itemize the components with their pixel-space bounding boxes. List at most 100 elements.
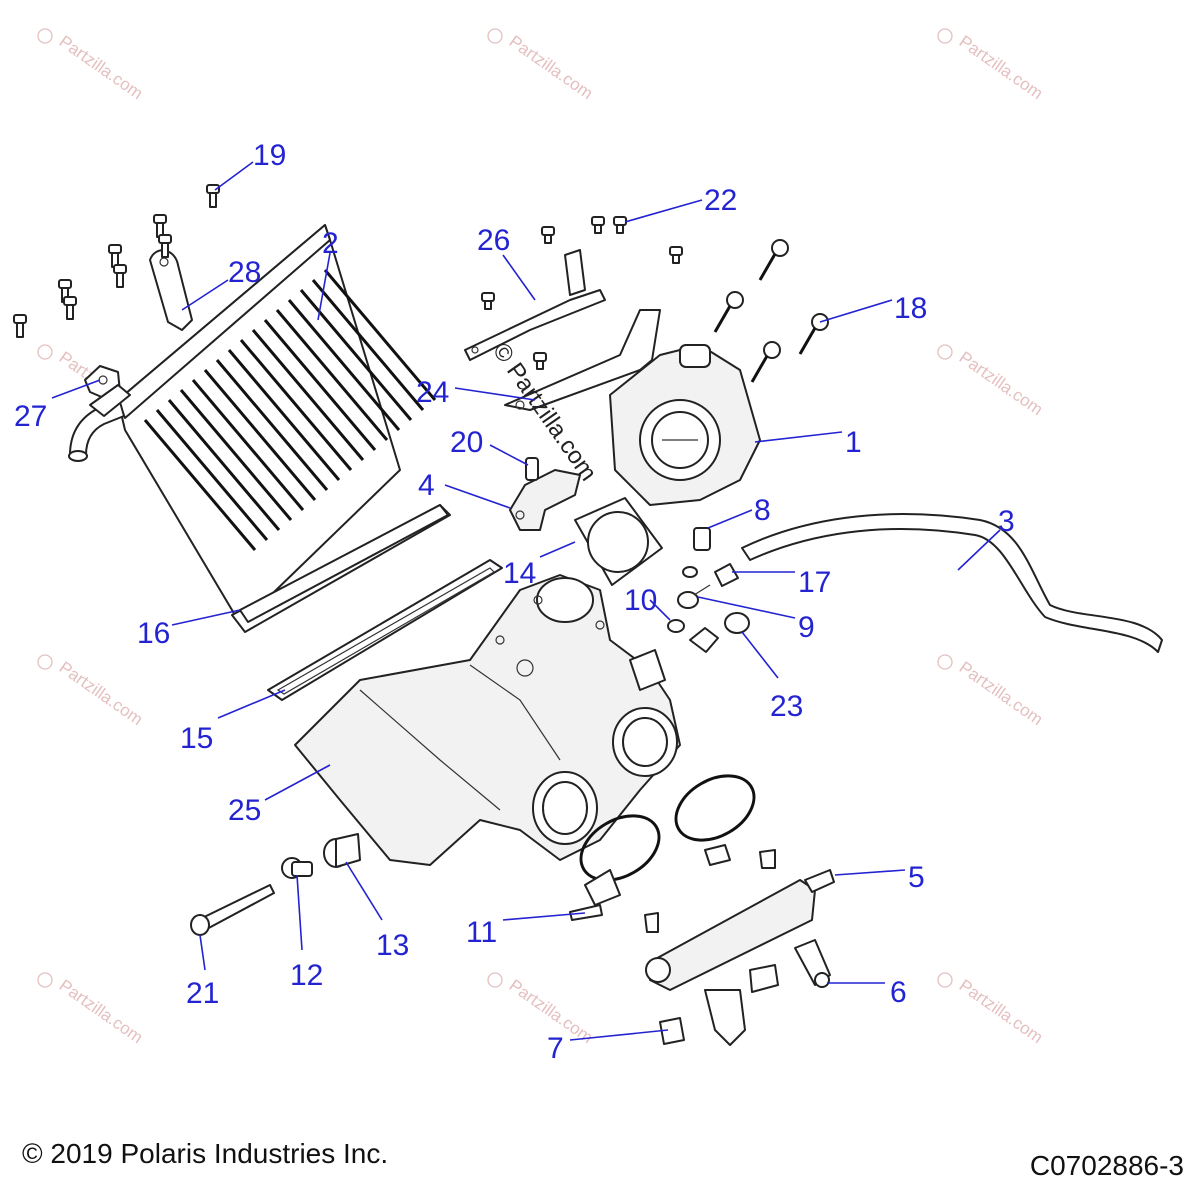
bolt [533, 352, 547, 370]
callout-label-21: 21 [186, 977, 219, 1010]
intercooler-fin [143, 419, 257, 551]
callout-leader-18 [819, 299, 893, 323]
callout-leader-5 [834, 869, 906, 876]
svg-text:Partzilla.com: Partzilla.com [956, 658, 1047, 729]
callout-leader-22 [624, 199, 703, 223]
svg-text:Partzilla.com: Partzilla.com [506, 32, 597, 103]
callout-label-27: 27 [14, 400, 47, 433]
bolt [613, 216, 627, 234]
callout-leader-27 [51, 379, 101, 399]
callout-label-17: 17 [798, 566, 831, 599]
callout-leader-7 [569, 1029, 669, 1041]
intercooler-rail-16 [239, 504, 449, 623]
callout-label-3: 3 [998, 505, 1015, 538]
callout-leader-11 [502, 912, 586, 921]
callout-leader-14 [539, 541, 576, 558]
intercooler-fin [323, 269, 437, 401]
long-bolt-18 [713, 291, 744, 333]
callout-label-23: 23 [770, 690, 803, 723]
callout-leader-8 [707, 509, 753, 529]
intercooler-bolts [13, 184, 220, 338]
diagram-code: C0702886-3 [1030, 1150, 1184, 1181]
callout-label-13: 13 [376, 929, 409, 962]
callout-label-25: 25 [228, 794, 261, 827]
intercooler-fin [275, 309, 389, 441]
watermark-mid-right: Partzilla.com [937, 344, 1047, 419]
callout-leader-23 [741, 631, 779, 679]
callout-label-19: 19 [253, 139, 286, 172]
spacer-23-part [629, 612, 750, 691]
washer-10-part [667, 566, 698, 633]
callout-label-12: 12 [290, 959, 323, 992]
bolt [63, 296, 77, 320]
callout-label-15: 15 [180, 722, 213, 755]
callout-leader-12 [296, 874, 303, 951]
callout-leader-21 [199, 934, 206, 971]
intake-manifold-25-part [294, 574, 681, 866]
injector-pair-part [704, 964, 779, 1046]
bolt [591, 216, 605, 234]
watermark-bottom-center: Partzilla.com [487, 972, 596, 1047]
long-bolt-18 [758, 239, 789, 281]
callout-label-14: 14 [503, 557, 536, 590]
callout-leader-24 [454, 387, 536, 401]
svg-text:Partzilla.com: Partzilla.com [956, 32, 1047, 103]
injector-6-part [794, 939, 831, 988]
copyright-notice: © 2019 Polaris Industries Inc. [22, 1138, 388, 1169]
callout-label-16: 16 [137, 617, 170, 650]
callout-leader-4 [444, 484, 511, 509]
watermark-bottom-left: Partzilla.com [37, 972, 146, 1047]
callout-label-2: 2 [322, 227, 339, 260]
callout-label-10: 10 [624, 584, 657, 617]
bolt [541, 226, 555, 244]
intercooler-fin [179, 389, 293, 521]
bolt [158, 234, 172, 258]
svg-text:Partzilla.com: Partzilla.com [956, 976, 1047, 1047]
intercooler-fin [191, 379, 305, 511]
watermark-top-center: Partzilla.com [487, 28, 597, 103]
callout-label-4: 4 [418, 469, 435, 502]
callout-leader-20 [489, 444, 529, 466]
callout-label-1: 1 [845, 426, 862, 459]
callout-leader-3 [957, 529, 1001, 571]
clip-7-part [659, 1017, 685, 1045]
bushing-12-part [281, 857, 313, 879]
clamp-11-part [569, 774, 756, 921]
callout-leader-13 [345, 861, 383, 921]
callout-leader-25 [264, 764, 331, 801]
spacer-13-part [323, 833, 361, 868]
intercooler-fin [215, 359, 329, 491]
intercooler-fin [263, 319, 377, 451]
gasket-15-part [267, 559, 503, 701]
callout-leader-10 [649, 599, 671, 621]
hose-3-part [741, 513, 1163, 653]
callout-label-5: 5 [908, 861, 925, 894]
bolt [206, 184, 220, 208]
intercooler-fin [167, 399, 281, 531]
callout-labels: 1234567891011121314151617181920212223242… [14, 139, 1015, 1065]
svg-text:Partzilla.com: Partzilla.com [56, 658, 147, 729]
bolt [13, 314, 27, 338]
long-bolt-18 [750, 341, 781, 383]
svg-text:Partzilla.com: Partzilla.com [956, 348, 1047, 419]
intercooler-hose-fittings [68, 384, 131, 462]
callout-label-8: 8 [754, 494, 771, 527]
bolts-upper-right [481, 216, 829, 383]
callout-label-7: 7 [547, 1032, 564, 1065]
watermark-top-right: Partzilla.com [937, 28, 1047, 103]
callout-leader-28 [181, 279, 229, 311]
intercooler-fin [311, 279, 425, 411]
intercooler-fin [155, 409, 269, 541]
bolt-20-part [525, 457, 539, 481]
callout-leader-19 [214, 161, 254, 191]
callout-label-28: 28 [228, 256, 261, 289]
callout-label-26: 26 [477, 224, 510, 257]
long-bolt-18 [798, 313, 829, 355]
callout-leader-1 [754, 431, 843, 443]
intercooler-fin [203, 369, 317, 501]
svg-text:Partzilla.com: Partzilla.com [56, 32, 147, 103]
throttle-body-1-part [609, 344, 761, 506]
callout-leader-26 [502, 254, 536, 301]
fuel-rail-5-part [644, 849, 835, 991]
bracket-26-part [464, 249, 606, 361]
